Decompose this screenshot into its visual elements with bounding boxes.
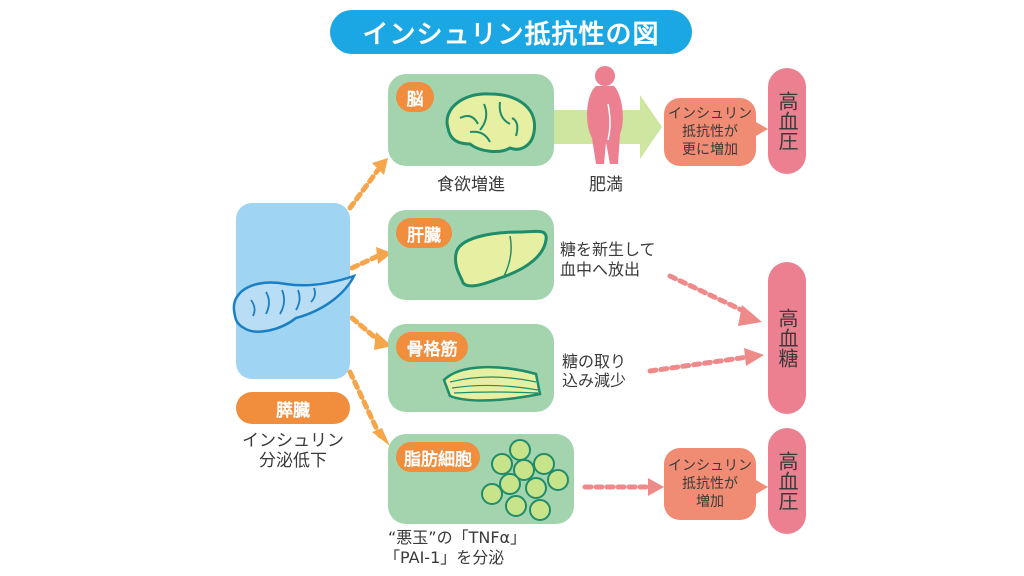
liver-tag: 肝臓 xyxy=(396,218,452,248)
connector-brain-result-to-pill xyxy=(756,122,768,136)
brain-caption: 食欲増進 xyxy=(437,175,505,195)
fat-result-line2: 抵抗性が xyxy=(682,476,738,492)
fat-result-box: インシュリン 抵抗性が 増加 xyxy=(664,448,756,520)
brain-icon xyxy=(445,92,537,153)
hypertension-pill-bottom: 高血圧 xyxy=(768,428,806,534)
connector-fat-result-to-pill xyxy=(756,480,768,494)
arrowhead-liver xyxy=(376,247,392,264)
pancreas-caption-line2: 分泌低下 xyxy=(259,451,327,471)
brain-result-line3: 更に増加 xyxy=(682,142,738,158)
arrowhead-muscle-pink xyxy=(744,348,764,366)
arrowhead-muscle xyxy=(374,332,392,350)
arrow-liver-to-hyperglycemia xyxy=(667,273,751,316)
hyperglycemia-pill: 高血糖 xyxy=(768,262,806,414)
fat-result-line1: インシュリン xyxy=(668,458,752,474)
fat-result-line3: 増加 xyxy=(696,494,724,510)
pancreas-caption-line1: インシュリン xyxy=(242,431,344,451)
obese-person-icon xyxy=(587,66,623,164)
brain-result-line2: 抵抗性が xyxy=(682,124,738,140)
arrow-pancreas-to-liver xyxy=(349,253,381,271)
muscle-icon xyxy=(442,365,542,402)
obesity-caption: 肥満 xyxy=(589,175,623,195)
arrowhead-brain xyxy=(372,158,388,175)
arrow-muscle-to-hyperglycemia xyxy=(647,354,751,374)
arrowhead-fat xyxy=(372,428,390,446)
fat-cell-tag: 脂肪細胞 xyxy=(396,442,480,472)
pancreas-icon xyxy=(232,274,356,333)
muscle-note-line2: 込み減少 xyxy=(562,371,627,390)
arrow-pancreas-to-fat xyxy=(347,369,383,439)
brain-result-box: インシュリン 抵抗性が 更に増加 xyxy=(664,98,756,166)
brain-tag: 脳 xyxy=(396,82,434,112)
pancreas-tag: 膵臓 xyxy=(236,392,350,424)
fat-note-line2: 「PAI-1」を分泌 xyxy=(384,548,505,567)
fat-note-line1: “悪玉”の「TNFα」 xyxy=(388,528,527,547)
liver-note-line2: 血中へ放出 xyxy=(560,260,641,279)
brain-result-line1: インシュリン xyxy=(668,106,752,122)
liver-icon xyxy=(454,229,548,288)
muscle-tag: 骨格筋 xyxy=(396,332,468,362)
fat-cells-icon xyxy=(481,439,569,521)
arrowhead-fat-pink xyxy=(648,478,664,496)
liver-note-line1: 糖を新生して xyxy=(560,240,656,259)
arrow-pancreas-to-brain xyxy=(347,167,381,211)
arrow-pancreas-to-muscle xyxy=(349,315,381,343)
muscle-note-line1: 糖の取り xyxy=(562,352,627,371)
hypertension-pill-top: 高血圧 xyxy=(768,68,806,174)
arrowhead-liver-pink xyxy=(738,305,762,326)
diagram-title: インシュリン抵抗性の図 xyxy=(330,10,692,54)
